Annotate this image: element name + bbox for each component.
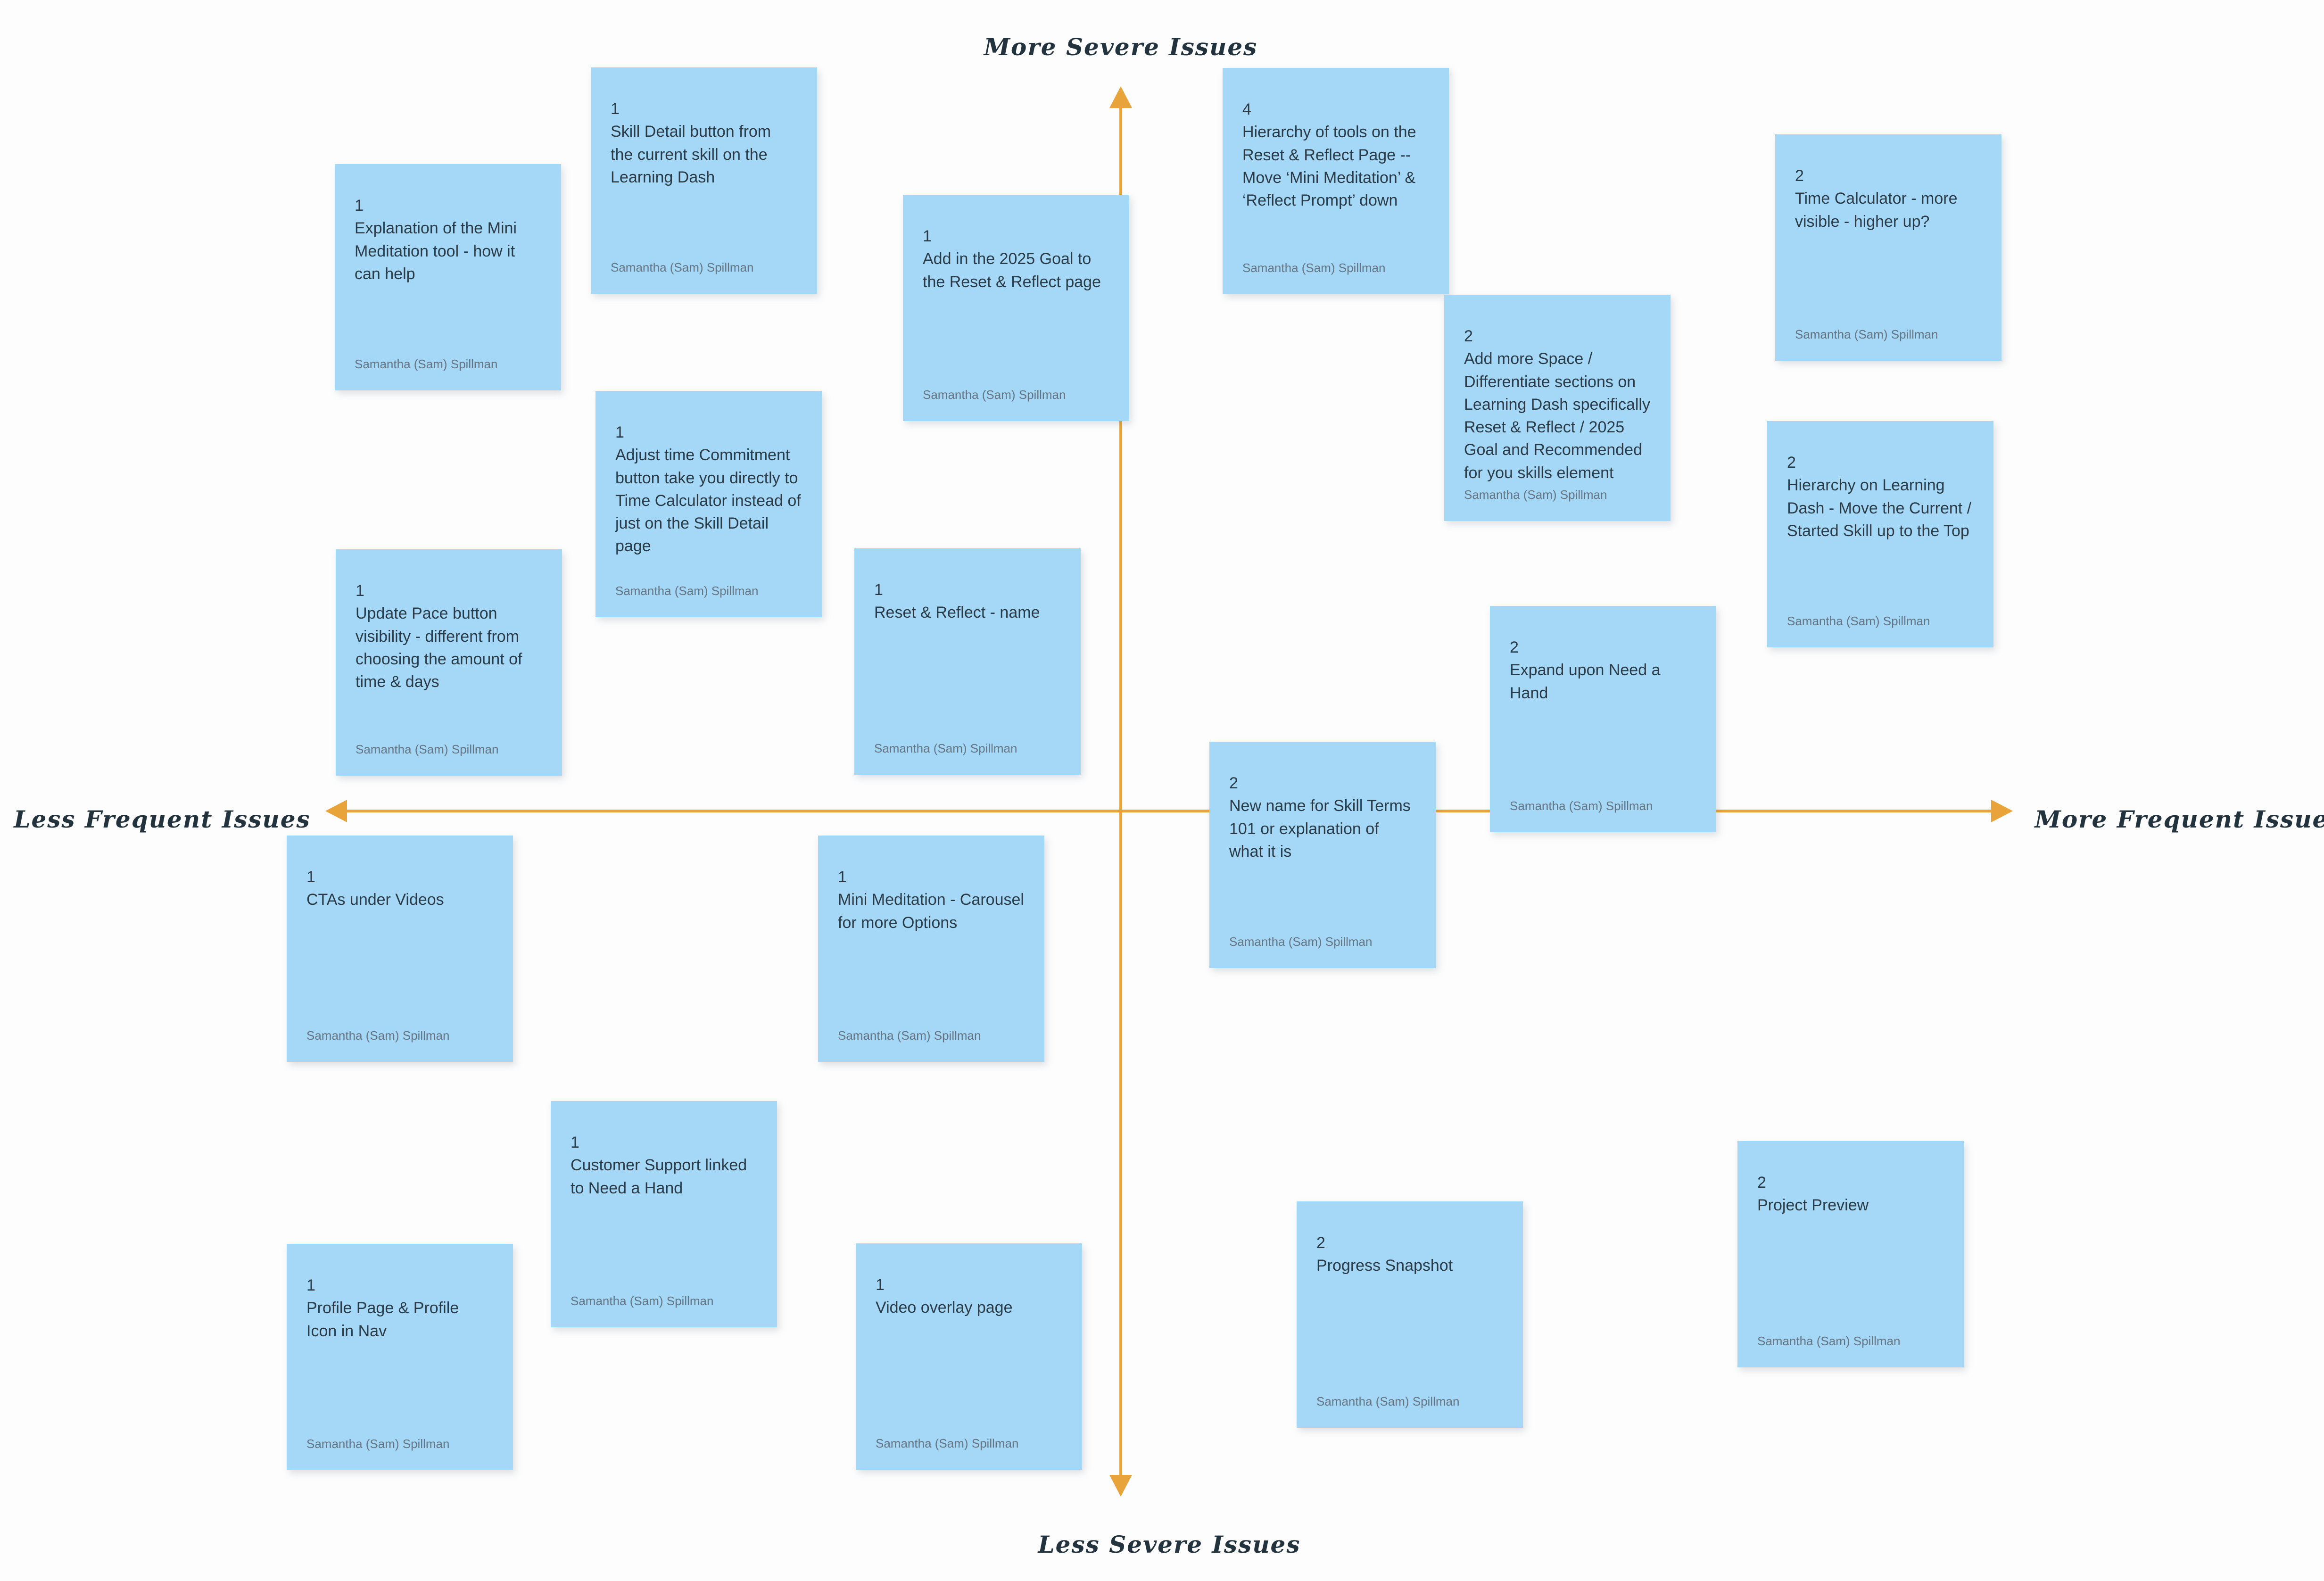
sticky-note-text: Project Preview	[1757, 1196, 1869, 1215]
sticky-note-author: Samantha (Sam) Spillman	[1464, 488, 1607, 502]
sticky-note-text: New name for Skill Terms 101 or explanat…	[1229, 797, 1411, 861]
sticky-note-author: Samantha (Sam) Spillman	[838, 1028, 981, 1043]
sticky-note-author: Samantha (Sam) Spillman	[611, 260, 754, 274]
sticky-note-text: Progress Snapshot	[1316, 1257, 1453, 1275]
sticky-note-text: Add in the 2025 Goal to the Reset & Refl…	[923, 250, 1101, 291]
sticky-note[interactable]: 2 Add more Space / Differentiate section…	[1444, 295, 1671, 521]
sticky-note[interactable]: 2 Project Preview Samantha (Sam) Spillma…	[1737, 1141, 1964, 1367]
sticky-note-text: Time Calculator - more visible - higher …	[1795, 190, 1958, 231]
sticky-note[interactable]: 1 Skill Detail button from the current s…	[591, 67, 817, 294]
sticky-note-text: Mini Meditation - Carousel for more Opti…	[838, 891, 1024, 932]
sticky-note-number: 2	[1510, 638, 1519, 656]
axis-label-more-frequent: More Frequent Issues	[2035, 805, 2324, 833]
sticky-note-number: 1	[615, 423, 624, 441]
sticky-note[interactable]: 1 Customer Support linked to Need a Hand…	[551, 1101, 777, 1327]
sticky-note-text: Skill Detail button from the current ski…	[611, 123, 771, 186]
sticky-note-number: 1	[355, 197, 364, 215]
sticky-note-author: Samantha (Sam) Spillman	[923, 388, 1066, 402]
axis-label-more-severe: More Severe Issues	[984, 33, 1258, 61]
sticky-note-number: 1	[306, 868, 315, 886]
sticky-note-text: Customer Support linked to Need a Hand	[571, 1156, 747, 1197]
sticky-note-number: 1	[838, 868, 847, 886]
sticky-note-number: 2	[1316, 1234, 1325, 1252]
sticky-note-number: 2	[1229, 774, 1238, 792]
sticky-note[interactable]: 1 CTAs under Videos Samantha (Sam) Spill…	[287, 836, 513, 1062]
sticky-note[interactable]: 1 Profile Page & Profile Icon in Nav Sam…	[287, 1244, 513, 1470]
sticky-note-text: Adjust time Commitment button take you d…	[615, 446, 801, 555]
sticky-note-author: Samantha (Sam) Spillman	[1510, 799, 1653, 813]
sticky-note-author: Samantha (Sam) Spillman	[874, 741, 1017, 755]
sticky-note-text: Update Pace button visibility - differen…	[356, 604, 522, 691]
sticky-note-author: Samantha (Sam) Spillman	[876, 1436, 1019, 1450]
sticky-note-text: Reset & Reflect - name	[874, 604, 1040, 622]
sticky-note-text: Video overlay page	[876, 1299, 1013, 1317]
sticky-note-text: Profile Page & Profile Icon in Nav	[306, 1299, 459, 1340]
sticky-note[interactable]: 2 New name for Skill Terms 101 or explan…	[1209, 742, 1436, 968]
sticky-note[interactable]: 1 Explanation of the Mini Meditation too…	[335, 164, 561, 390]
sticky-note-author: Samantha (Sam) Spillman	[615, 584, 759, 598]
arrow-left-icon	[325, 800, 347, 822]
sticky-note-number: 1	[571, 1134, 579, 1151]
sticky-note-number: 2	[1757, 1174, 1766, 1192]
sticky-note-author: Samantha (Sam) Spillman	[1757, 1334, 1901, 1348]
sticky-note-text: CTAs under Videos	[306, 891, 444, 909]
arrow-down-icon	[1109, 1475, 1132, 1497]
sticky-note[interactable]: 4 Hierarchy of tools on the Reset & Refl…	[1223, 68, 1449, 294]
sticky-note[interactable]: 2 Time Calculator - more visible - highe…	[1775, 134, 2001, 361]
sticky-note-author: Samantha (Sam) Spillman	[355, 357, 498, 371]
sticky-note-number: 2	[1787, 454, 1796, 472]
sticky-note-number: 4	[1242, 100, 1251, 118]
axis-label-less-severe: Less Severe Issues	[1038, 1531, 1301, 1558]
sticky-note-author: Samantha (Sam) Spillman	[1787, 614, 1930, 628]
sticky-note[interactable]: 1 Update Pace button visibility - differ…	[336, 549, 562, 776]
axis-label-less-frequent: Less Frequent Issues	[14, 805, 311, 833]
sticky-note-number: 2	[1464, 327, 1473, 345]
sticky-note-number: 1	[923, 227, 932, 245]
sticky-note-number: 1	[874, 581, 883, 599]
sticky-note-author: Samantha (Sam) Spillman	[1795, 327, 1938, 341]
sticky-note-author: Samantha (Sam) Spillman	[1316, 1394, 1460, 1408]
sticky-note-author: Samantha (Sam) Spillman	[306, 1437, 450, 1451]
sticky-note-text: Hierarchy on Learning Dash - Move the Cu…	[1787, 476, 1972, 540]
sticky-note[interactable]: 1 Add in the 2025 Goal to the Reset & Re…	[903, 195, 1129, 421]
sticky-note-text: Expand upon Need a Hand	[1510, 661, 1661, 702]
sticky-note[interactable]: 2 Hierarchy on Learning Dash - Move the …	[1767, 421, 1993, 647]
sticky-note-number: 2	[1795, 167, 1804, 185]
sticky-note[interactable]: 1 Adjust time Commitment button take you…	[595, 391, 822, 617]
sticky-note[interactable]: 2 Expand upon Need a Hand Samantha (Sam)…	[1490, 606, 1716, 832]
sticky-note[interactable]: 2 Progress Snapshot Samantha (Sam) Spill…	[1297, 1201, 1523, 1428]
sticky-note-author: Samantha (Sam) Spillman	[306, 1028, 450, 1043]
sticky-note-text: Add more Space / Differentiate sections …	[1464, 350, 1650, 482]
arrow-right-icon	[1991, 800, 2013, 822]
sticky-note-number: 1	[876, 1276, 885, 1294]
sticky-note-text: Hierarchy of tools on the Reset & Reflec…	[1242, 123, 1416, 210]
arrow-up-icon	[1109, 86, 1132, 108]
sticky-note[interactable]: 1 Video overlay page Samantha (Sam) Spil…	[856, 1243, 1082, 1470]
sticky-note-author: Samantha (Sam) Spillman	[356, 742, 499, 756]
sticky-note-author: Samantha (Sam) Spillman	[571, 1294, 714, 1308]
sticky-note-author: Samantha (Sam) Spillman	[1229, 935, 1373, 949]
vertical-axis-line	[1119, 104, 1122, 1478]
sticky-note-author: Samantha (Sam) Spillman	[1242, 261, 1386, 275]
sticky-note-number: 1	[306, 1276, 315, 1294]
sticky-note-number: 1	[356, 582, 364, 600]
horizontal-axis-line	[333, 810, 1997, 812]
sticky-note-text: Explanation of the Mini Meditation tool …	[355, 219, 517, 283]
sticky-note[interactable]: 1 Mini Meditation - Carousel for more Op…	[818, 836, 1044, 1062]
sticky-note-number: 1	[611, 100, 620, 118]
sticky-note[interactable]: 1 Reset & Reflect - name Samantha (Sam) …	[854, 548, 1081, 775]
